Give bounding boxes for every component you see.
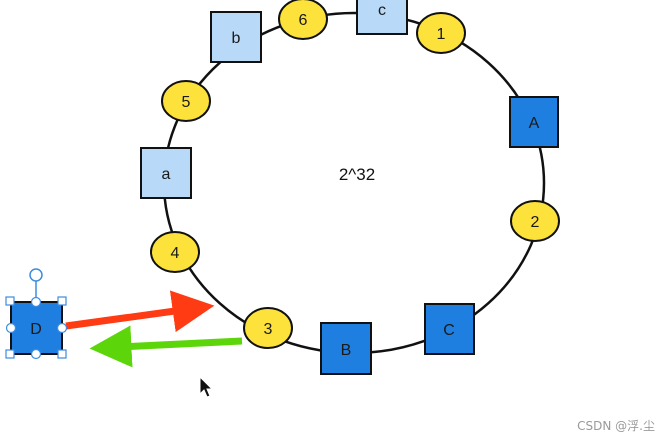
mouse-pointer-icon [199,375,214,398]
hash-node-6[interactable]: 6 [278,0,328,40]
ring-center-label: 2^32 [339,165,375,184]
virtual-node-b[interactable]: b [210,11,262,63]
resize-handle-bottom-right[interactable] [57,349,67,359]
resize-handle-top-left[interactable] [5,296,15,306]
resize-handle-bottom-left[interactable] [5,349,15,359]
server-node-label: A [529,115,540,132]
selected-node-label: D [30,321,42,338]
watermark: CSDN @浮.尘 [577,419,655,433]
selected-node-d[interactable]: D [5,268,68,360]
server-node-label: C [443,322,455,339]
virtual-node-c[interactable]: c [356,0,408,35]
virtual-node-a[interactable]: a [140,147,192,199]
hash-node-2[interactable]: 2 [510,200,560,242]
virtual-node-label: a [162,166,171,183]
green-arrow [89,325,243,368]
rotate-handle[interactable] [29,268,43,282]
resize-handle-left[interactable] [5,322,17,334]
hash-node-label: 1 [437,26,446,43]
hash-node-label: 5 [182,94,191,111]
hash-node-1[interactable]: 1 [416,12,466,54]
hash-node-label: 3 [264,321,273,338]
red-arrow [65,290,215,333]
hash-node-label: 2 [531,214,540,231]
server-node-a[interactable]: A [509,96,559,148]
virtual-node-label: c [378,2,386,19]
resize-handle-top-right[interactable] [57,296,67,306]
hash-node-4[interactable]: 4 [150,231,200,273]
server-node-label: B [341,342,352,359]
resize-handle-right[interactable] [56,322,68,334]
hash-node-label: 6 [299,12,308,29]
hash-node-3[interactable]: 3 [243,307,293,349]
server-node-c[interactable]: C [424,303,475,355]
resize-handle-bottom[interactable] [30,348,42,360]
server-node-b[interactable]: B [320,322,372,375]
resize-handle-top[interactable] [30,296,42,308]
virtual-node-label: b [232,30,241,47]
hash-node-label: 4 [171,245,180,262]
hash-node-5[interactable]: 5 [161,80,211,122]
